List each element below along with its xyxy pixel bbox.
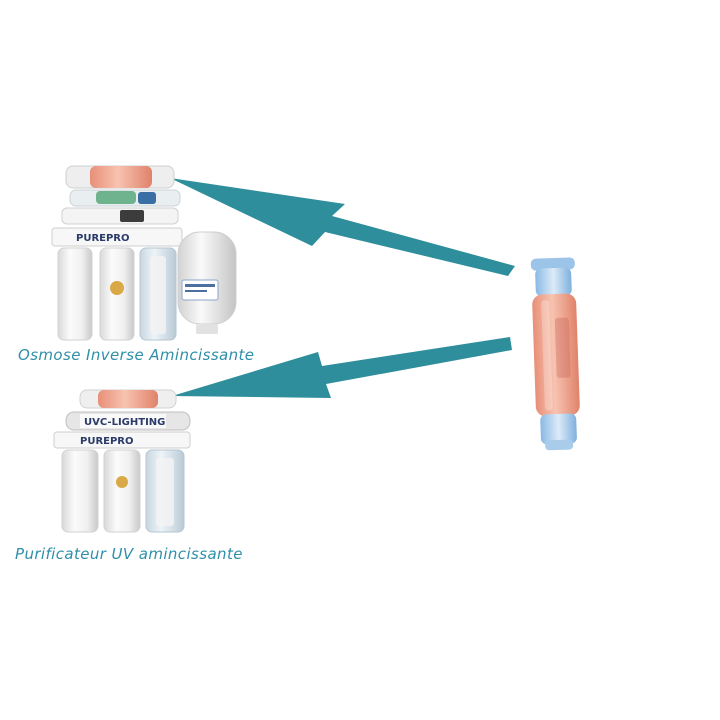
ro-system-caption: Osmose Inverse Amincissante	[18, 346, 255, 364]
reverse-osmosis-unit: PUREPRO	[51, 165, 237, 341]
ro-brand-label: PUREPRO	[76, 233, 130, 244]
uv-lamp-label: UVC-LIGHTING	[84, 417, 165, 428]
uv-purifier-unit: UVC-LIGHTING PUREPRO	[53, 389, 191, 533]
upper-arrow	[170, 178, 515, 276]
lower-arrow	[172, 337, 512, 398]
arrow-left-icon	[170, 178, 515, 398]
inline-filter-cartridge	[530, 257, 580, 451]
uv-brand-label: PUREPRO	[80, 436, 134, 447]
uv-system-caption: Purificateur UV amincissante	[15, 545, 243, 563]
